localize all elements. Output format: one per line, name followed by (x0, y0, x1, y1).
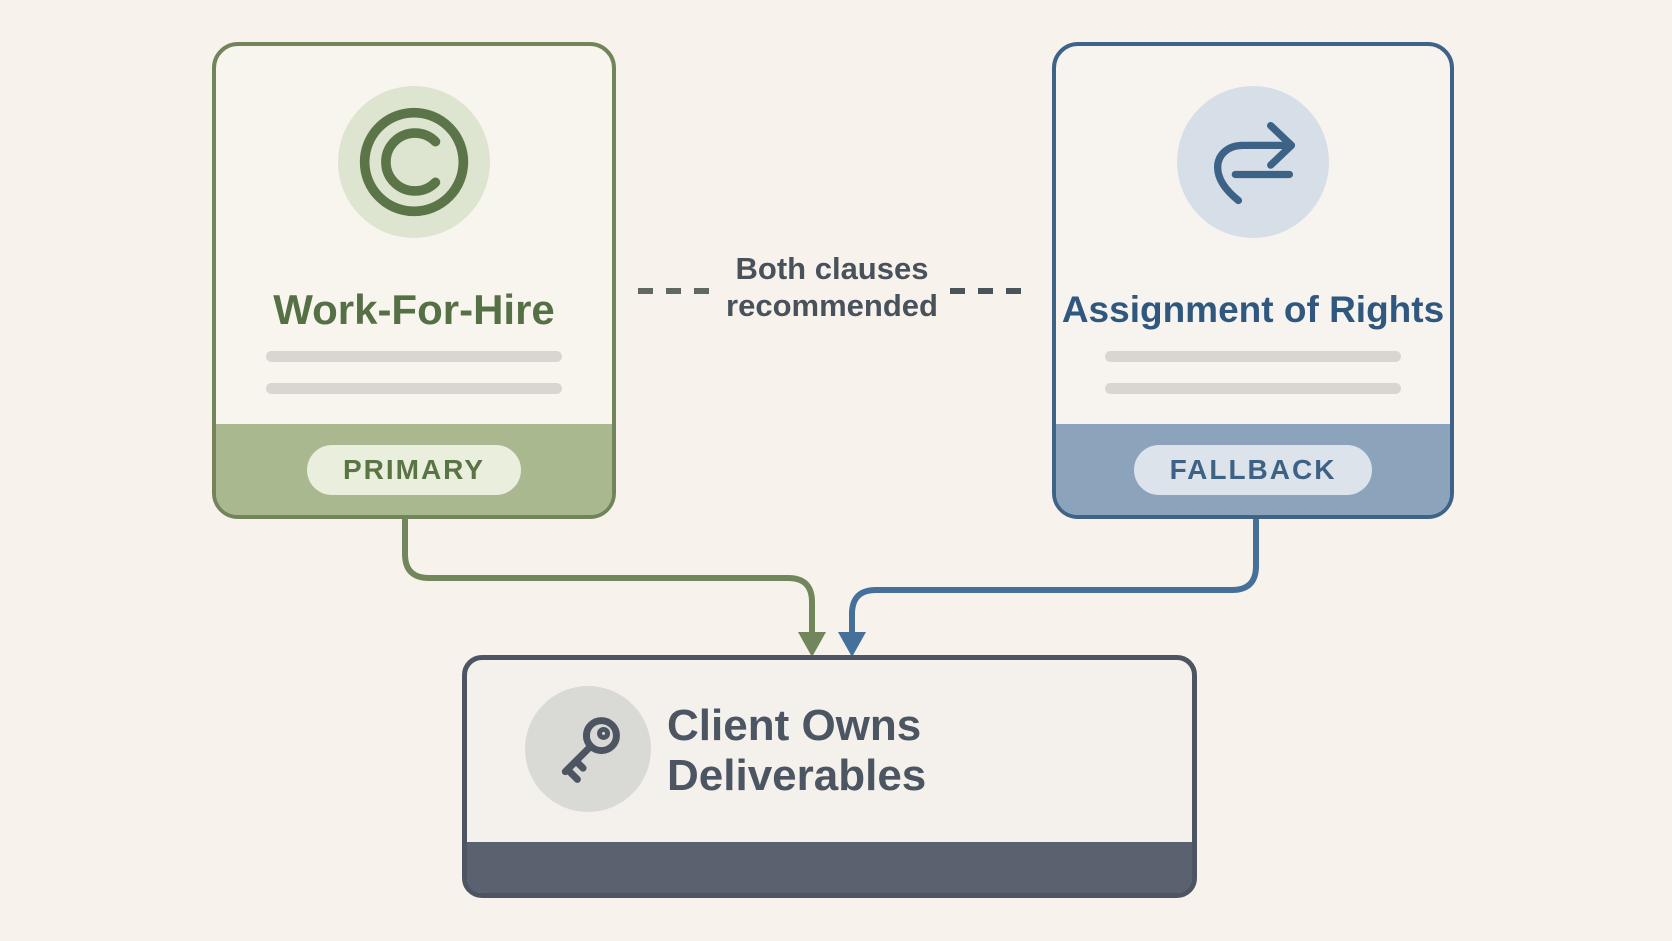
transfer-arrow-icon (1177, 86, 1329, 238)
text-placeholder-line (1105, 383, 1401, 394)
text-placeholder-line (266, 351, 562, 362)
work-for-hire-card: Work-For-Hire PRIMARY (212, 42, 616, 519)
copyright-icon (338, 86, 490, 238)
text-placeholder-line (1105, 351, 1401, 362)
primary-connector-line (402, 516, 815, 639)
primary-badge: PRIMARY (306, 444, 522, 495)
fallback-badge: FALLBACK (1133, 444, 1373, 495)
key-icon (525, 686, 651, 812)
both-clauses-note: Both clauses recommended (672, 250, 992, 324)
note-line-1: Both clauses (735, 251, 929, 286)
text-placeholder-line (266, 383, 562, 394)
assignment-of-rights-card: Assignment of Rights FALLBACK (1052, 42, 1454, 519)
primary-arrowhead-icon (798, 632, 826, 657)
client-owns-deliverables-box: Client Owns Deliverables (462, 655, 1197, 898)
primary-card-footer: PRIMARY (216, 424, 612, 515)
fallback-connector-line (849, 517, 1259, 639)
fallback-card-title: Assignment of Rights (1061, 289, 1445, 330)
result-title: Client Owns Deliverables (667, 701, 927, 800)
note-line-2: recommended (726, 288, 938, 323)
primary-card-title: Work-For-Hire (273, 286, 555, 333)
result-footer-bar (467, 842, 1192, 893)
fallback-card-footer: FALLBACK (1056, 424, 1450, 515)
fallback-arrowhead-icon (838, 632, 866, 657)
